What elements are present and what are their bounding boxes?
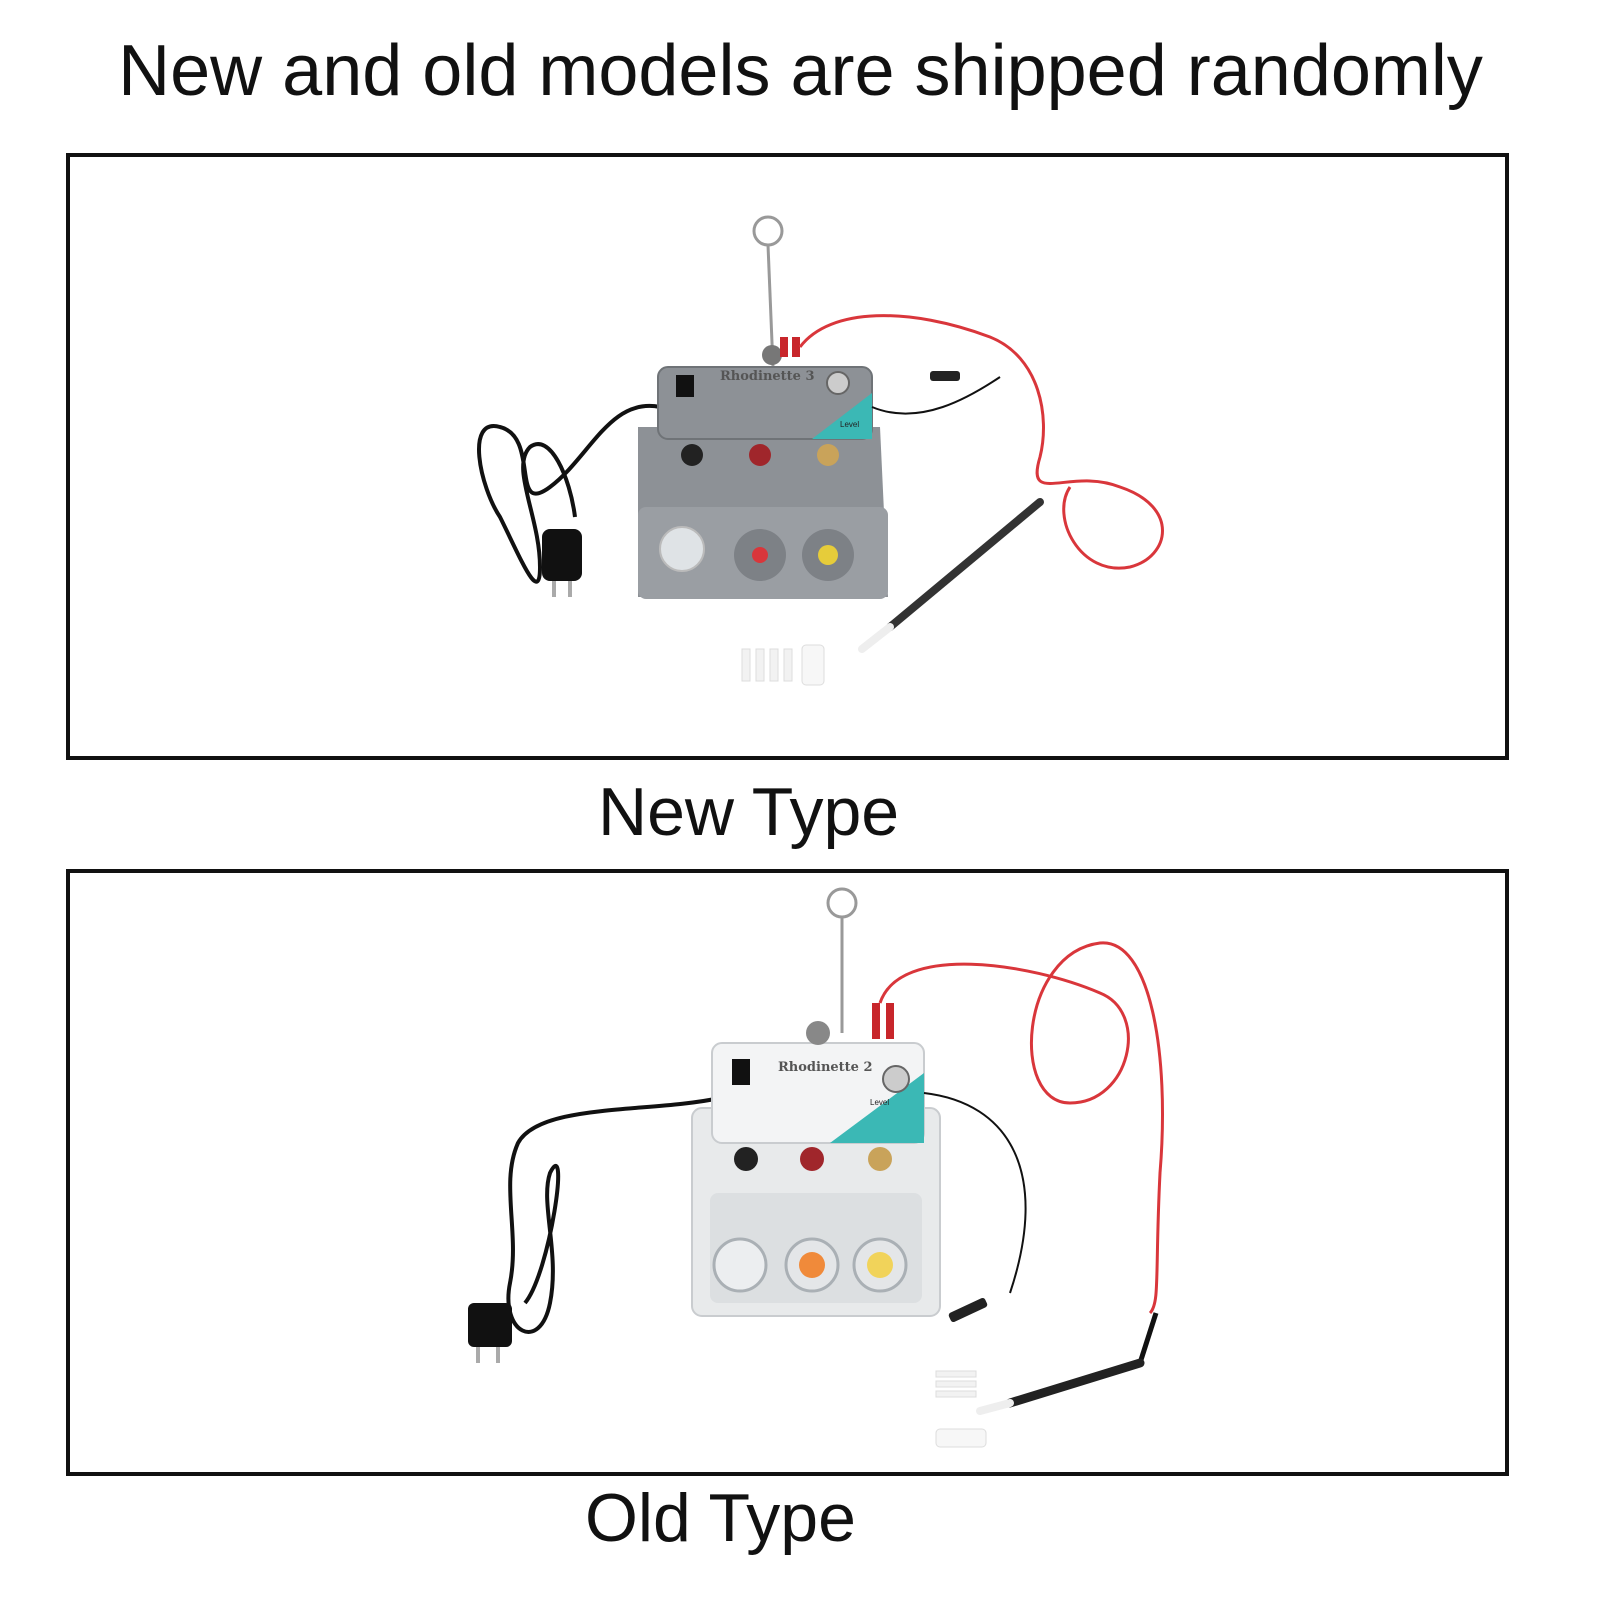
power-switch[interactable]: [732, 1059, 750, 1085]
plating-pen: [1005, 1358, 1145, 1408]
power-plug: [542, 529, 582, 581]
hanger-ring: [752, 215, 784, 247]
black-lead: [871, 376, 1001, 415]
hanger-ring: [826, 887, 858, 919]
red-cup-dot: [752, 547, 768, 563]
accent-stripe: [812, 393, 872, 439]
power-cord: [506, 1096, 721, 1334]
knob-label: Level: [870, 1098, 889, 1107]
old-type-caption: Old Type: [585, 1480, 856, 1556]
device-label: Rhodinette 2: [778, 1060, 873, 1075]
orange-cup-dot: [799, 1252, 825, 1278]
power-cord: [477, 403, 661, 584]
new-type-device-illustration: Rhodinette 3 Level: [477, 215, 1164, 686]
gold-socket: [817, 444, 839, 466]
black-socket: [734, 1147, 758, 1171]
new-type-caption: New Type: [598, 774, 900, 850]
yellow-cup-dot: [867, 1252, 893, 1278]
black-lead: [923, 1092, 1027, 1294]
old-type-panel: Rhodinette 2 Level: [66, 869, 1509, 1476]
gold-socket: [868, 1147, 892, 1171]
knob-label: Level: [840, 420, 859, 429]
black-socket: [681, 444, 703, 466]
yellow-cup-dot: [818, 545, 838, 565]
red-lead: [878, 941, 1164, 1315]
clear-cup: [659, 526, 705, 572]
alligator-clip: [930, 371, 960, 381]
level-knob[interactable]: [826, 371, 850, 395]
red-socket: [749, 444, 771, 466]
red-socket: [800, 1147, 824, 1171]
new-type-panel: Rhodinette 3 Level: [66, 153, 1509, 760]
clear-cup: [712, 1237, 768, 1293]
red-lead: [798, 314, 1164, 570]
plating-pen: [886, 498, 1044, 631]
level-knob[interactable]: [882, 1065, 910, 1093]
old-type-device-illustration: Rhodinette 2 Level: [468, 887, 1164, 1448]
device-label: Rhodinette 3: [720, 369, 815, 384]
power-plug: [468, 1303, 512, 1347]
power-switch[interactable]: [676, 375, 694, 397]
felt-tips: [935, 1370, 987, 1448]
headline: New and old models are shipped randomly: [118, 31, 1483, 111]
alligator-clip: [948, 1298, 988, 1322]
felt-tips: [741, 644, 825, 686]
